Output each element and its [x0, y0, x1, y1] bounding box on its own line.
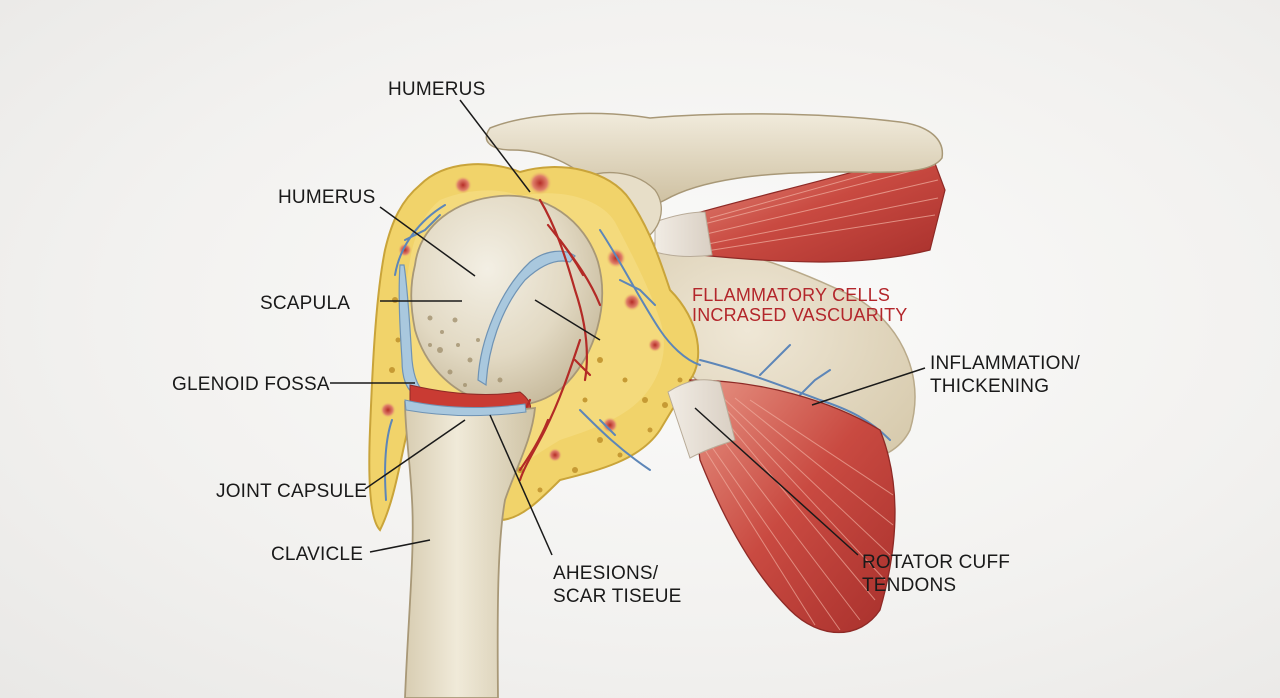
rotator-cuff-muscle [689, 379, 896, 633]
label-rotator-cuff: ROTATOR CUFF TENDONS [862, 551, 1010, 597]
label-inflammation-line2: THICKENING [930, 376, 1050, 397]
label-clavicle: CLAVICLE [271, 544, 364, 565]
label-inflammatory-cells: FLLAMMATORY CELLS INCRASED VASCUARITY [692, 285, 908, 325]
upper-muscle [689, 149, 946, 263]
upper-muscle-fibers [699, 157, 939, 253]
label-inflammation-line1: INFLAMMATION/ [930, 353, 1081, 374]
label-inflammatory-cells-line2: INCRASED VASCUARITY [692, 305, 908, 325]
label-adhesions-line1: AHESIONS/ [553, 563, 659, 584]
leader-adhesions [489, 414, 553, 556]
label-inflammation: INFLAMMATION/ THICKENING [930, 352, 1080, 398]
rotator-cuff-tendon [667, 379, 736, 459]
upper-tendon [654, 211, 713, 257]
leader-joint-capsule [364, 419, 466, 490]
label-adhesions-line2: SCAR TISEUE [553, 586, 682, 607]
adhesion-vessels [510, 198, 602, 482]
label-glenoid-fossa: GLENOID FOSSA [172, 374, 330, 395]
leader-rotator-cuff [694, 407, 859, 556]
leader-humerus-left [379, 206, 476, 277]
glenoid-fossa-surface [404, 399, 527, 417]
humerus-shaft [404, 400, 537, 698]
label-inflammatory-cells-line1: FLLAMMATORY CELLS [692, 285, 891, 305]
humeral-head-pores [427, 315, 503, 387]
label-adhesions: AHESIONS/ SCAR TISEUE [553, 562, 682, 608]
leader-adhesions-2 [534, 299, 601, 341]
label-scapula: SCAPULA [260, 293, 351, 314]
leader-inflammation [811, 367, 926, 406]
leader-humerus-top [459, 99, 531, 193]
leader-clavicle [369, 539, 431, 553]
label-humerus-left: HUMERUS [278, 187, 376, 208]
label-joint-capsule: JOINT CAPSULE [216, 481, 368, 502]
label-humerus-top: HUMERUS [388, 79, 486, 100]
label-rotator-cuff-line1: ROTATOR CUFF [862, 552, 1011, 573]
leader-lines [330, 99, 926, 556]
label-rotator-cuff-line2: TENDONS [862, 575, 957, 596]
blue-vessels [384, 204, 891, 501]
